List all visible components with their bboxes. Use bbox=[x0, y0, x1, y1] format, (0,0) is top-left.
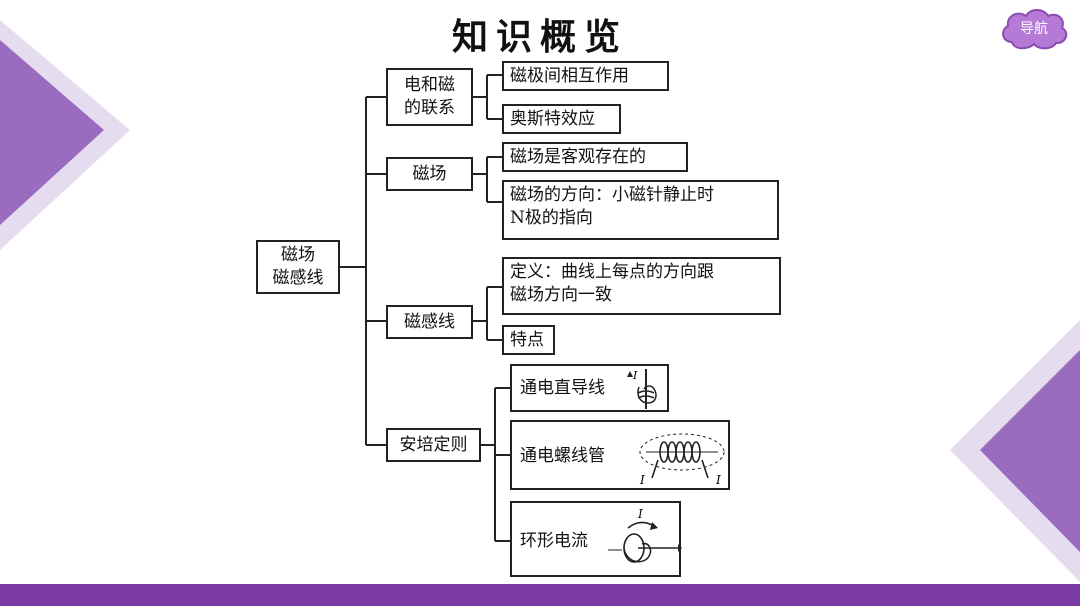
leaf-label: 磁极间相互作用 bbox=[510, 66, 629, 86]
leaf-label: 通电直导线 bbox=[520, 378, 605, 398]
leaf-oersted-effect: 奥斯特效应 bbox=[502, 104, 621, 134]
leaf-field-line-definition: 定义：曲线上每点的方向跟 磁场方向一致 bbox=[502, 257, 781, 315]
leaf-label: 磁场的方向：小磁针静止时 N极的指向 bbox=[510, 185, 714, 228]
nav-button[interactable]: 导航 bbox=[998, 6, 1070, 52]
left-decor-triangle bbox=[0, 20, 130, 250]
leaf-ring-current: 环形电流 I bbox=[510, 501, 682, 577]
page-title: 知识概览 bbox=[451, 17, 628, 58]
branch-node-ampere-rule: 安培定则 bbox=[386, 428, 481, 462]
current-label: I bbox=[637, 507, 643, 521]
current-label: I bbox=[632, 369, 638, 382]
leaf-pole-interaction: 磁极间相互作用 bbox=[502, 61, 669, 91]
branch-node-field-lines: 磁感线 bbox=[386, 305, 473, 339]
branch-label: 磁感线 bbox=[404, 311, 455, 332]
leaf-characteristics: 特点 bbox=[502, 325, 555, 355]
branch-label: 电和磁 的联系 bbox=[404, 75, 455, 118]
leaf-label: 特点 bbox=[510, 330, 544, 350]
branch-node-electricity-magnetism: 电和磁 的联系 bbox=[386, 68, 473, 126]
leaf-field-direction: 磁场的方向：小磁针静止时 N极的指向 bbox=[502, 180, 779, 240]
nav-label: 导航 bbox=[1020, 21, 1048, 37]
root-label: 磁场 磁感线 bbox=[272, 245, 324, 288]
leaf-label: 通电螺线管 bbox=[520, 446, 605, 466]
branch-node-magnetic-field: 磁场 bbox=[386, 157, 473, 191]
branch-label: 安培定则 bbox=[399, 434, 468, 455]
solenoid-coil-icon: I I bbox=[639, 433, 725, 487]
root-node: 磁场 磁感线 bbox=[256, 240, 340, 294]
current-label: I bbox=[639, 473, 645, 487]
right-decor-triangle bbox=[950, 320, 1080, 582]
leaf-label: 磁场是客观存在的 bbox=[510, 147, 646, 167]
current-label: I bbox=[715, 473, 721, 487]
leaf-solenoid: 通电螺线管 I I bbox=[510, 420, 730, 490]
right-hand-straight-wire-icon: I bbox=[627, 369, 657, 409]
branch-label: 磁场 bbox=[412, 163, 447, 184]
leaf-label: 环形电流 bbox=[520, 531, 588, 551]
leaf-field-exists: 磁场是客观存在的 bbox=[502, 142, 688, 172]
leaf-label: 定义：曲线上每点的方向跟 磁场方向一致 bbox=[510, 262, 714, 305]
leaf-label: 奥斯特效应 bbox=[510, 109, 595, 129]
leaf-straight-wire: 通电直导线 I bbox=[510, 364, 669, 412]
ring-current-hand-icon: I bbox=[608, 507, 682, 563]
bottom-bar bbox=[0, 584, 1080, 606]
cloud-icon bbox=[1002, 9, 1068, 50]
